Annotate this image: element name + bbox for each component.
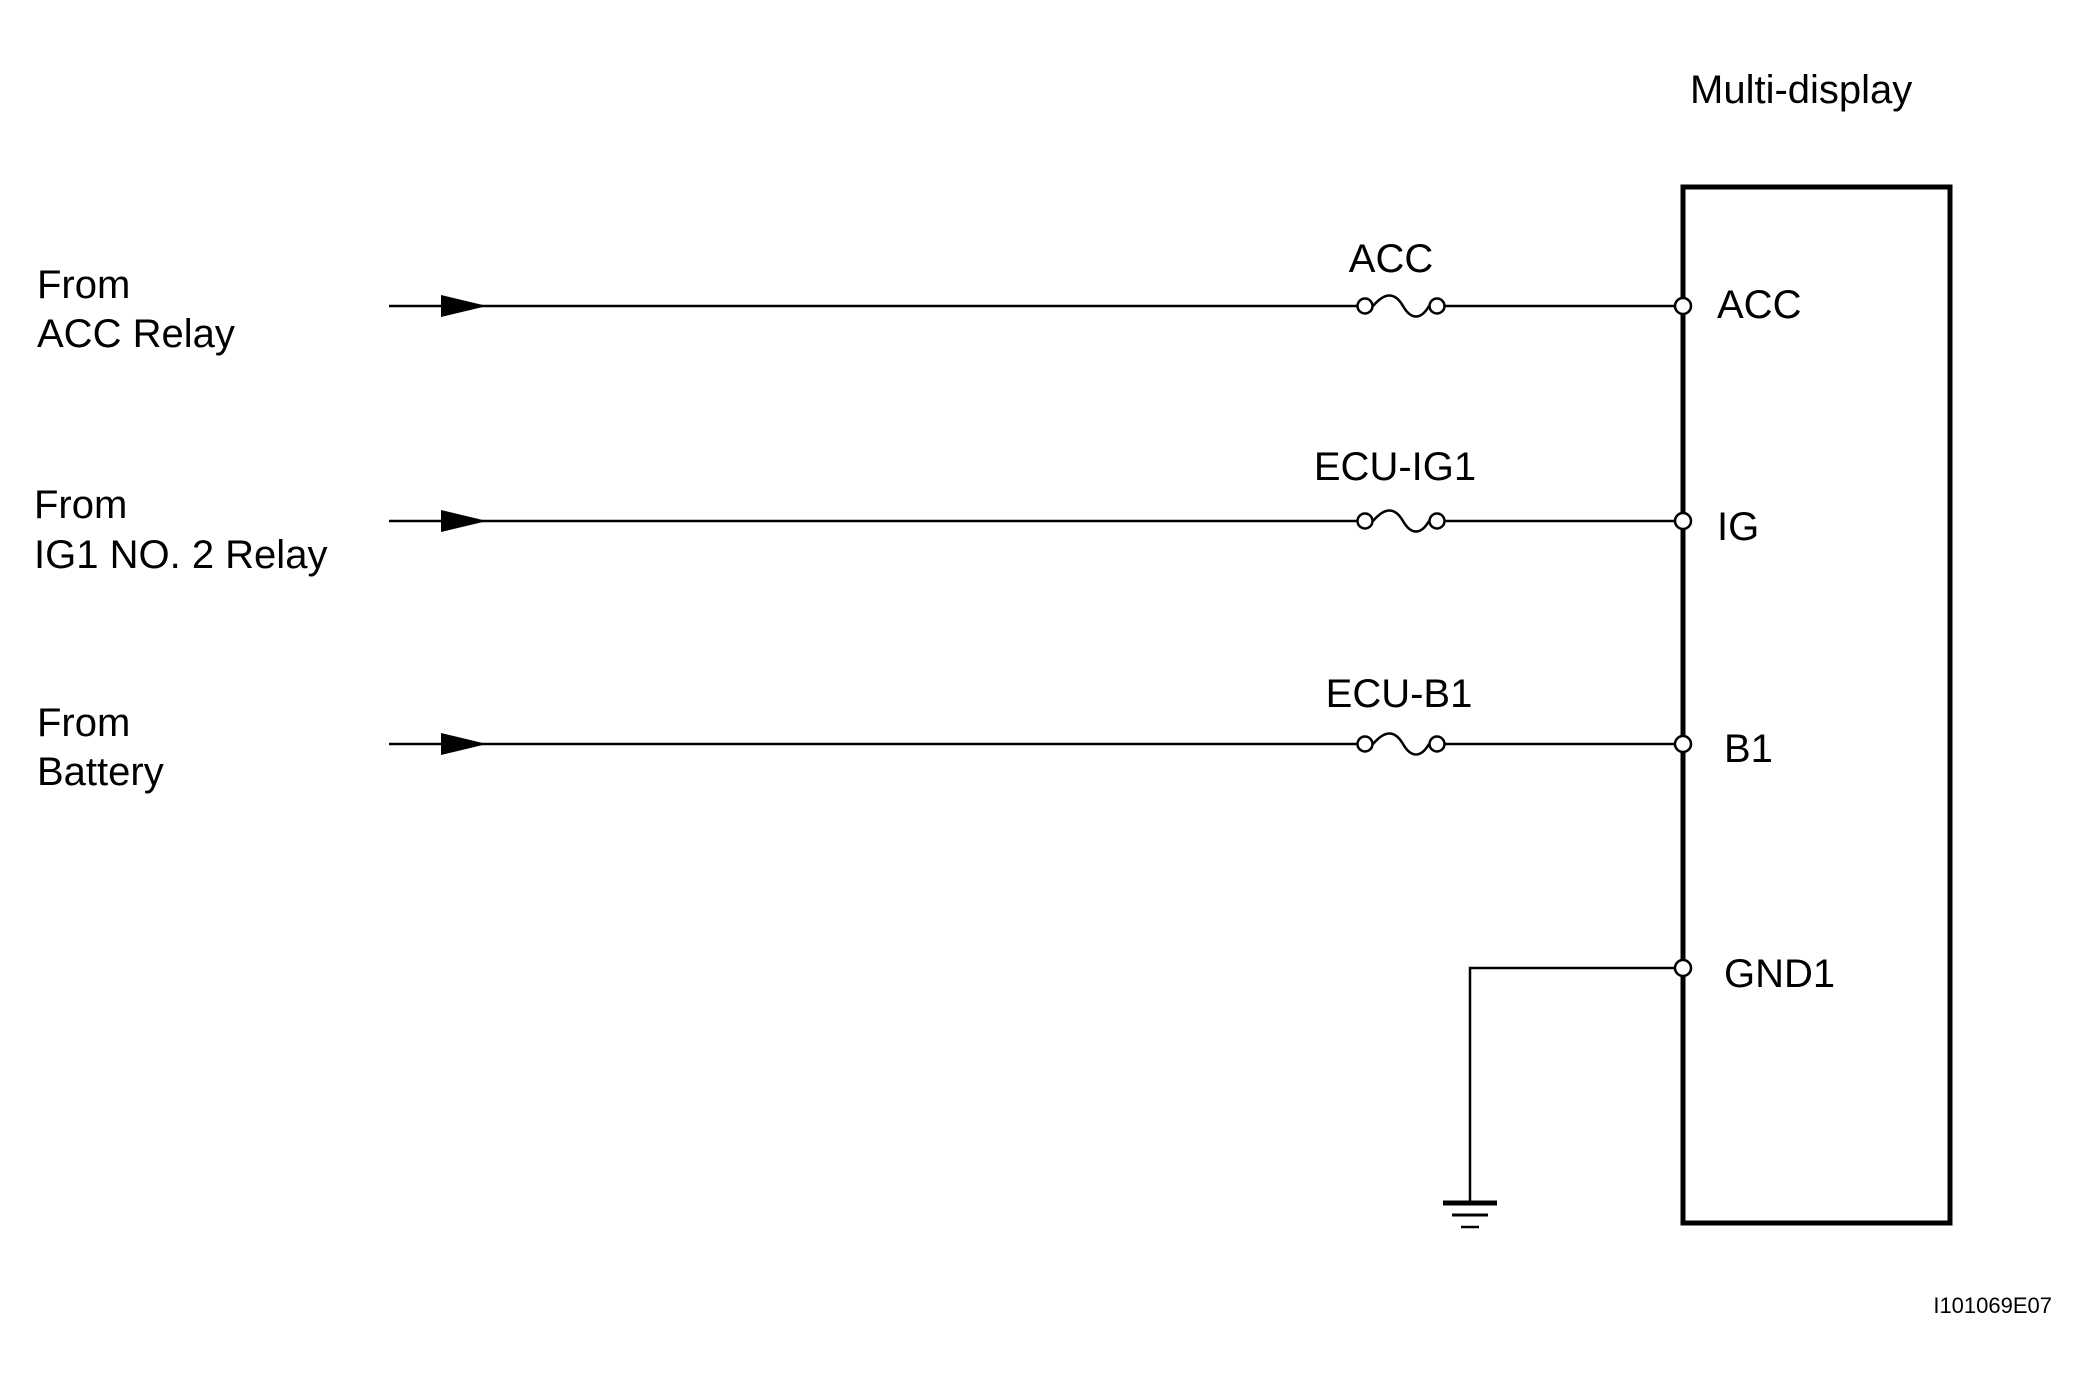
terminal-icon [1673,734,1693,754]
figure-code: I101069E07 [1933,1293,2052,1318]
fuse-icon [1356,732,1446,756]
terminal-b1-label: B1 [1724,727,1773,771]
component-title: Multi-display [1690,68,1912,112]
terminal-ig-label: IG [1717,505,1759,549]
fuse-acc-label: ACC [1349,237,1433,281]
source-acc-line1: From [37,263,130,307]
fuse-ig-label: ECU-IG1 [1314,445,1476,489]
source-ig-line2: IG1 NO. 2 Relay [34,533,327,577]
fuse-b1-label: ECU-B1 [1326,672,1473,716]
circuit-b1: From Battery ECU-B1 B1 [37,672,1773,794]
ground-icon [1443,1200,1497,1229]
circuit-acc: From ACC Relay ACC ACC [37,237,1801,356]
arrow-icon [441,295,487,317]
source-ig-line1: From [34,483,127,527]
terminal-gnd1-label: GND1 [1724,952,1835,996]
source-acc-line2: ACC Relay [37,312,235,356]
terminal-icon [1673,296,1693,316]
source-battery-line2: Battery [37,750,164,794]
arrow-icon [441,733,487,755]
circuit-ig: From IG1 NO. 2 Relay ECU-IG1 IG [34,445,1759,577]
fuse-icon [1356,294,1446,318]
terminal-icon [1673,511,1693,531]
multi-display-box [1680,184,1953,1226]
circuit-gnd1: GND1 [1443,952,1835,1229]
terminal-icon [1673,958,1693,978]
terminal-acc-label: ACC [1717,283,1801,327]
fuse-icon [1356,509,1446,533]
wire-gnd1 [1468,966,1676,1203]
source-battery-line1: From [37,701,130,745]
arrow-icon [441,510,487,532]
